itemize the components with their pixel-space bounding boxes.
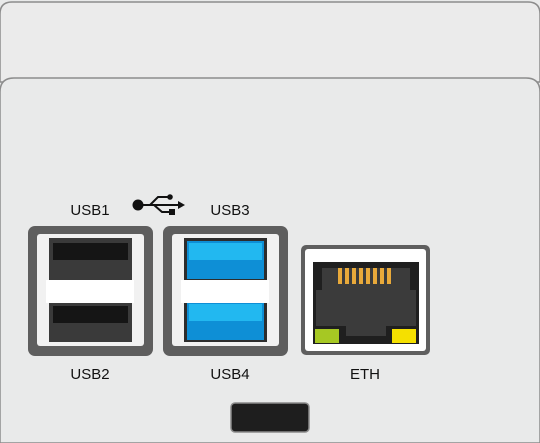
usb1-slot-contact: [53, 243, 128, 260]
bottom-slot: [230, 402, 310, 433]
usb1-label: USB1: [70, 202, 110, 219]
usb2-dual-port: [28, 226, 153, 356]
usb2-label: USB2: [70, 366, 110, 383]
upper-casing: [0, 1, 540, 83]
usb2-center-divider: [46, 280, 134, 303]
usb3-dual-port: [163, 226, 288, 356]
usb2-slot-contact: [53, 306, 128, 323]
usb-trident-icon: [132, 194, 185, 215]
ethernet-port: [301, 245, 430, 355]
usb3-center-divider: [181, 280, 269, 303]
usb4-slot-contact: [189, 304, 262, 321]
usb3-label: USB3: [210, 202, 250, 219]
eth-label: ETH: [350, 366, 380, 383]
eth-contact-pins: [338, 268, 391, 284]
usb4-label: USB4: [210, 366, 250, 383]
eth-activity-led: [392, 329, 416, 343]
eth-link-led: [315, 329, 339, 343]
usb3-slot-contact: [189, 243, 262, 260]
